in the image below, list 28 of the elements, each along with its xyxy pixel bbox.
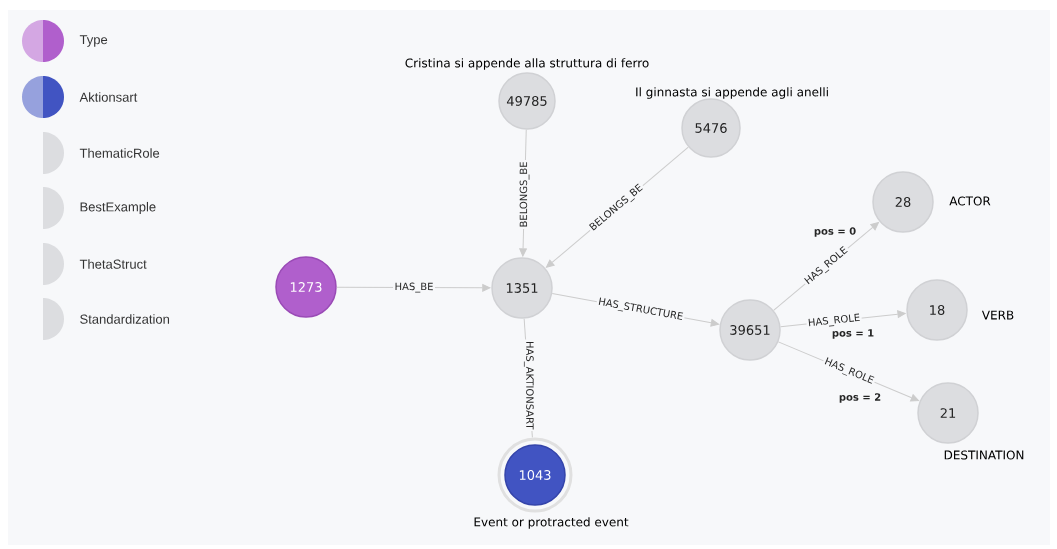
edge-label: BELONGS_BE — [518, 160, 531, 229]
legend-label: ThetaStruct — [79, 259, 147, 269]
graph-node: 39651 — [719, 299, 781, 361]
legend-label: BestExample — [80, 201, 156, 215]
graph-node: 1273 — [275, 256, 337, 318]
node-caption: ACTOR — [949, 196, 991, 206]
legend-label: Aktionsart — [79, 92, 138, 102]
graph-node: 5476 — [681, 98, 741, 158]
position-label: pos = 1 — [832, 329, 874, 339]
node-caption: Event or protracted event — [474, 517, 629, 529]
node-caption: DESTINATION — [944, 450, 1024, 460]
edge-label: HAS_BE — [393, 281, 435, 294]
node-caption: Il ginnasta si appende agli anelli — [636, 87, 828, 99]
position-label: pos = 2 — [839, 393, 881, 403]
graph-node: 49785 — [498, 72, 556, 130]
node-caption: Cristina si appende alla struttura di ferro — [405, 58, 649, 70]
legend-label: Standardization — [80, 314, 169, 324]
edge-label: HAS_ROLE — [805, 311, 863, 331]
graph-node: 21 — [917, 382, 979, 444]
graph-node: 1043 — [497, 437, 573, 513]
edge-label: HAS_AKTIONSART — [522, 339, 536, 431]
position-label: pos = 0 — [814, 227, 856, 237]
legend-label: ThematicRole — [79, 148, 160, 158]
legend-label: Type — [79, 35, 108, 47]
node-caption: VERB — [981, 310, 1014, 320]
graph-node: 28 — [872, 171, 934, 233]
graph-node: 1351 — [491, 257, 553, 319]
graph-node: 18 — [906, 279, 968, 341]
